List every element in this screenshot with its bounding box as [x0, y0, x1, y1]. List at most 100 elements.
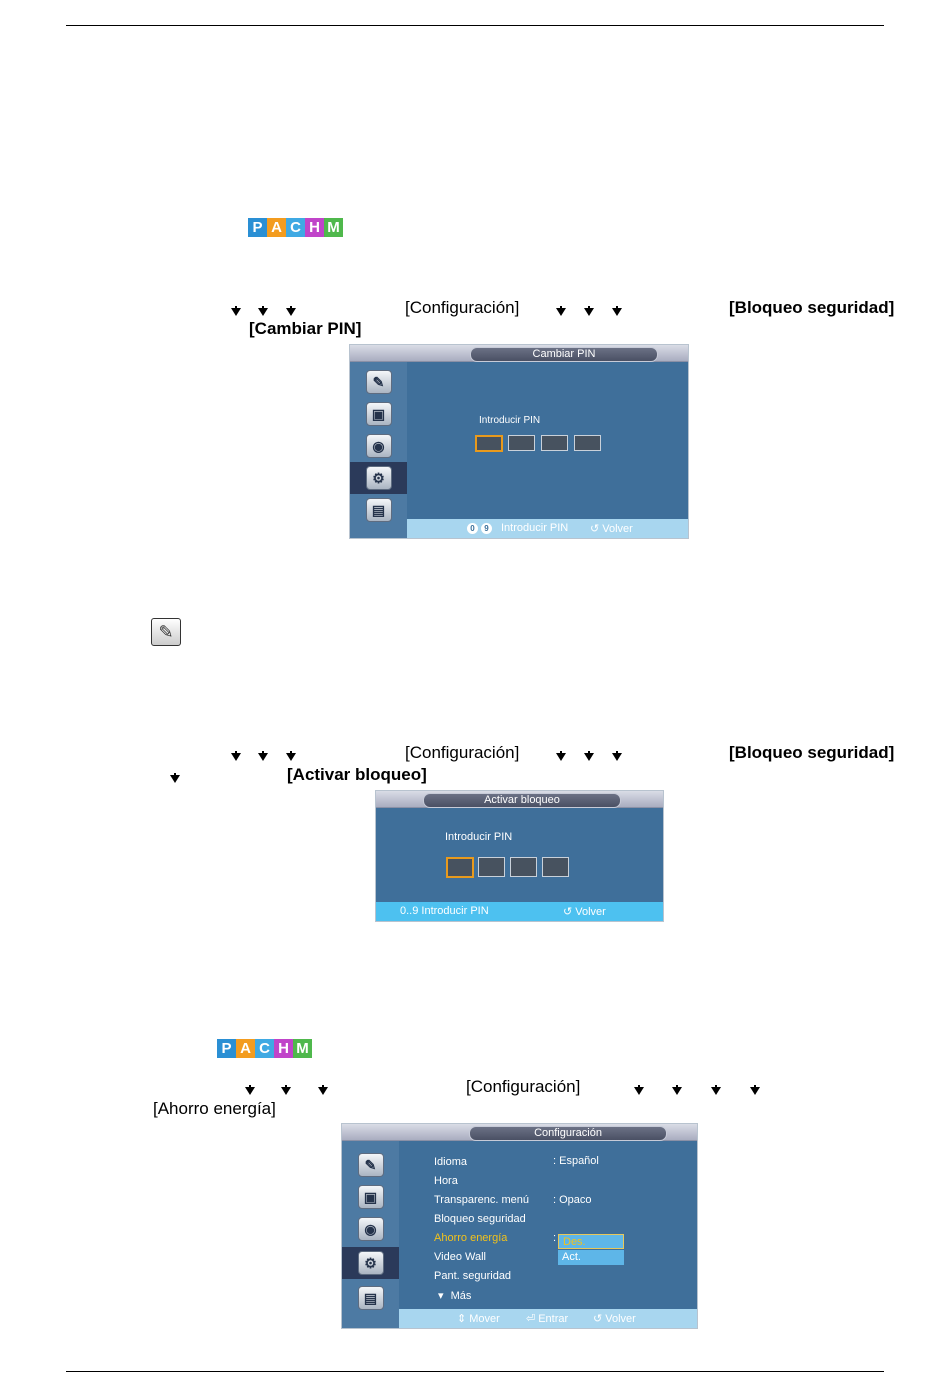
- screen-icon: ▣: [365, 402, 392, 426]
- cambiar-pin-window: Cambiar PIN ✎ ▣ ◉ ⚙ ▤ Introducir PIN 0 9…: [349, 344, 689, 539]
- down-arrow-icon: [281, 1085, 291, 1095]
- menu-item-ahorro-energia[interactable]: Ahorro energía: [434, 1232, 508, 1244]
- badge-letter-h: H: [274, 1039, 293, 1058]
- sidebar-item-sound[interactable]: ◉: [350, 430, 407, 462]
- down-arrow-icon: [634, 1085, 644, 1095]
- pin-digit-2[interactable]: [508, 435, 535, 451]
- footer-enter-pin: 0 9 Introducir PIN: [467, 522, 568, 534]
- down-arrow-icon: [750, 1085, 760, 1095]
- menu-value-ahorro-energia: :: [553, 1232, 557, 1244]
- footer-rule: [66, 1371, 884, 1372]
- badge-letter-c: C: [286, 218, 305, 237]
- menu-item-transparencia[interactable]: Transparenc. menú: [434, 1194, 529, 1206]
- down-arrow-icon: [584, 306, 594, 316]
- note-icon: ✎: [151, 618, 181, 646]
- option-des[interactable]: Des.: [558, 1234, 624, 1249]
- sidebar-item-screen[interactable]: ▣: [342, 1181, 399, 1213]
- pin-digit-1[interactable]: [475, 435, 503, 452]
- multi-screen-icon: ▤: [357, 1286, 384, 1310]
- badge-letter-p: P: [217, 1039, 236, 1058]
- return-icon: ↺: [593, 1313, 603, 1325]
- down-arrow-icon: [245, 1085, 255, 1095]
- footer-back: ↺ Volver: [563, 905, 606, 919]
- down-arrow-icon: [672, 1085, 682, 1095]
- digit-9-icon: 9: [481, 522, 492, 534]
- badge-letter-m: M: [293, 1039, 312, 1058]
- activar-bloqueo-window: Activar bloqueo Introducir PIN 0..9 Intr…: [375, 790, 664, 922]
- badge-letter-a: A: [236, 1039, 255, 1058]
- down-arrow-icon: [258, 751, 268, 761]
- pin-digit-4[interactable]: [542, 857, 569, 877]
- down-arrow-icon: [556, 751, 566, 761]
- return-icon: ↺: [563, 906, 573, 918]
- window-footer: 0 9 Introducir PIN ↺ Volver: [407, 519, 688, 538]
- mode-badge: P A C H M: [217, 1039, 312, 1058]
- window-titlebar: Cambiar PIN: [350, 345, 688, 362]
- menu-path-bloqueo: [Bloqueo seguridad]: [729, 298, 895, 317]
- screen-icon: ▣: [357, 1185, 384, 1209]
- pin-digit-2[interactable]: [478, 857, 505, 877]
- window-title: Configuración: [469, 1126, 667, 1141]
- menu-path-configuracion: [Configuración]: [405, 298, 520, 317]
- down-arrow-icon: [286, 751, 296, 761]
- window-titlebar: Configuración: [342, 1124, 697, 1141]
- menu-path-bloqueo: [Bloqueo seguridad]: [729, 743, 895, 762]
- sidebar-item-picture[interactable]: ✎: [342, 1149, 399, 1181]
- menu-item-pant-seguridad[interactable]: Pant. seguridad: [434, 1270, 512, 1282]
- menu-item-hora[interactable]: Hora: [434, 1175, 458, 1187]
- window-title: Cambiar PIN: [470, 347, 658, 362]
- sidebar-item-multi[interactable]: ▤: [350, 494, 407, 526]
- return-icon: ↺: [590, 523, 600, 535]
- pin-digit-1[interactable]: [446, 857, 474, 878]
- pin-label: Introducir PIN: [479, 415, 541, 426]
- picture-icon: ✎: [357, 1153, 384, 1177]
- badge-letter-m: M: [324, 218, 343, 237]
- badge-letter-p: P: [248, 218, 267, 237]
- header-rule: [66, 25, 884, 26]
- badge-letter-a: A: [267, 218, 286, 237]
- badge-letter-h: H: [305, 218, 324, 237]
- down-arrow-icon: [584, 751, 594, 761]
- gear-icon: ⚙: [357, 1251, 384, 1275]
- down-arrow-icon: [318, 1085, 328, 1095]
- sidebar-item-sound[interactable]: ◉: [342, 1213, 399, 1245]
- down-arrow-icon: [612, 306, 622, 316]
- window-titlebar: Activar bloqueo: [376, 791, 663, 808]
- sidebar-item-setup[interactable]: ⚙: [350, 462, 407, 494]
- sidebar-item-setup[interactable]: ⚙: [342, 1247, 399, 1279]
- osd-sidebar: ✎ ▣ ◉ ⚙ ▤: [350, 362, 407, 538]
- chevron-down-icon: ▾: [438, 1290, 444, 1302]
- menu-item-idioma[interactable]: Idioma: [434, 1156, 468, 1168]
- sidebar-item-multi[interactable]: ▤: [342, 1282, 399, 1314]
- footer-enter-pin: 0..9 Introducir PIN: [400, 905, 489, 917]
- footer-move: ⇕ Mover: [457, 1312, 500, 1326]
- down-arrow-icon: [612, 751, 622, 761]
- pin-digit-4[interactable]: [574, 435, 601, 451]
- up-down-icon: ⇕: [457, 1313, 467, 1325]
- footer-back: ↺ Volver: [593, 1312, 636, 1326]
- down-arrow-icon: [556, 306, 566, 316]
- picture-icon: ✎: [365, 370, 392, 394]
- down-arrow-icon: [231, 306, 241, 316]
- enter-icon: ⏎: [526, 1313, 536, 1325]
- menu-item-video-wall[interactable]: Video Wall: [434, 1251, 486, 1263]
- down-arrow-icon: [258, 306, 268, 316]
- window-title: Activar bloqueo: [423, 793, 621, 808]
- menu-path-activar-bloqueo: [Activar bloqueo]: [287, 765, 427, 784]
- option-act[interactable]: Act.: [558, 1250, 624, 1265]
- pin-digit-3[interactable]: [510, 857, 537, 877]
- menu-item-bloqueo[interactable]: Bloqueo seguridad: [434, 1213, 526, 1225]
- pin-digit-3[interactable]: [541, 435, 568, 451]
- menu-item-mas[interactable]: ▾ Más: [438, 1290, 472, 1302]
- sidebar-item-screen[interactable]: ▣: [350, 398, 407, 430]
- footer-back: ↺ Volver: [590, 522, 633, 536]
- sidebar-item-picture[interactable]: ✎: [350, 366, 407, 398]
- osd-sidebar: ✎ ▣ ◉ ⚙ ▤: [342, 1141, 399, 1328]
- window-footer: 0..9 Introducir PIN ↺ Volver: [376, 902, 663, 921]
- down-arrow-icon: [231, 751, 241, 761]
- down-arrow-icon: [711, 1085, 721, 1095]
- sound-icon: ◉: [357, 1217, 384, 1241]
- menu-value-transparencia: : Opaco: [553, 1194, 592, 1206]
- menu-path-configuracion: [Configuración]: [466, 1077, 581, 1096]
- multi-screen-icon: ▤: [365, 498, 392, 522]
